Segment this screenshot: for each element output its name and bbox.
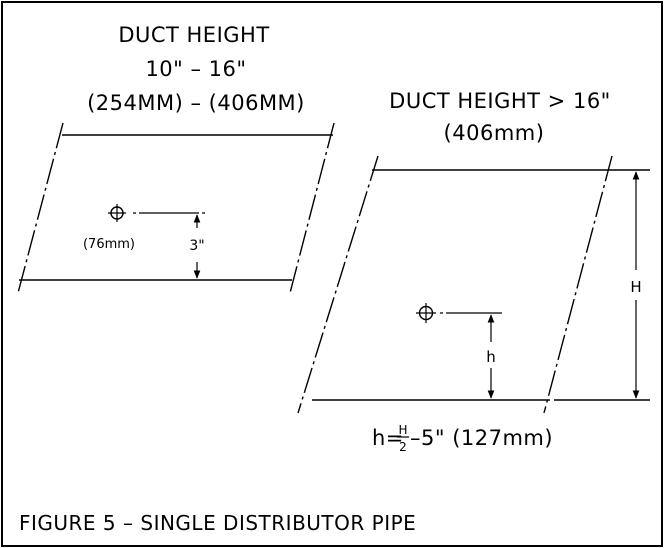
left-title-line2: 10" – 16" [145,57,246,81]
right-h-label: h [486,348,496,366]
formula-suffix: –5" (127mm) [410,426,553,450]
right-pipe-symbol-icon [416,303,436,323]
formula-denominator: 2 [399,440,407,454]
right-panel: DUCT HEIGHT > 16" (406mm) H h h= H 2 –5" [297,89,650,454]
right-duct-right-side [543,155,613,414]
left-pipe-symbol-icon [108,204,126,222]
figure-caption: FIGURE 5 – SINGLE DISTRIBUTOR PIPE [19,511,416,535]
formula-numerator: H [398,423,407,437]
right-title-line1: DUCT HEIGHT > 16" [389,89,611,113]
right-title-line2: (406mm) [444,121,545,145]
right-duct-left-side [297,155,379,414]
right-H-label: H [630,278,641,296]
formula-prefix: h= [372,426,404,450]
right-formula: h= H 2 –5" (127mm) [372,423,553,454]
left-title-line3: (254MM) – (406MM) [87,91,305,115]
left-metric-label: (76mm) [83,237,135,252]
left-dim-label: 3" [189,238,204,254]
left-title-line1: DUCT HEIGHT [118,23,269,47]
left-panel: DUCT HEIGHT 10" – 16" (254MM) – (406MM) … [17,23,335,294]
left-duct-right-side [289,122,335,294]
left-duct-left-side [17,122,64,294]
